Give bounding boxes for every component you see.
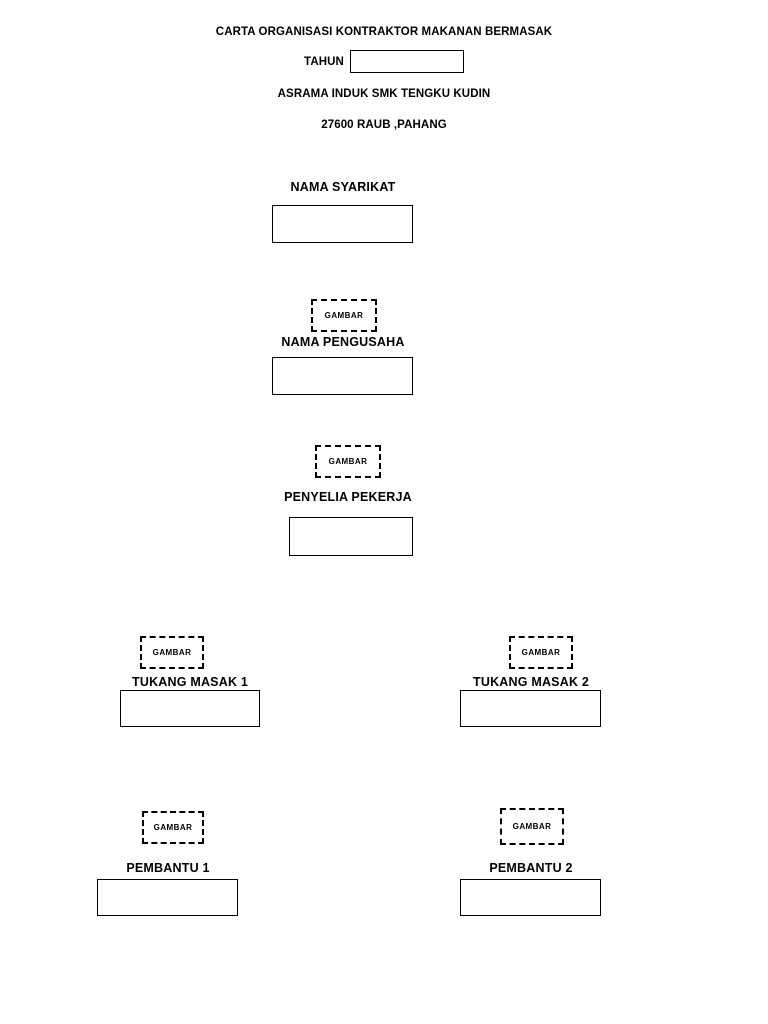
label-penyelia-pekerja: PENYELIA PEKERJA — [284, 490, 412, 504]
photo-placeholder-label: GAMBAR — [512, 821, 552, 831]
page-title: CARTA ORGANISASI KONTRAKTOR MAKANAN BERM… — [215, 26, 553, 38]
photo-placeholder-label: GAMBAR — [324, 310, 364, 320]
input-nama-syarikat[interactable] — [272, 205, 413, 243]
photo-placeholder-penyelia-pekerja[interactable]: GAMBAR — [315, 445, 381, 478]
photo-placeholder-pembantu-2[interactable]: GAMBAR — [500, 808, 564, 845]
photo-placeholder-label: GAMBAR — [328, 456, 368, 466]
year-row: TAHUN — [0, 50, 768, 73]
label-pembantu-2: PEMBANTU 2 — [489, 861, 573, 875]
photo-placeholder-tukang-masak-1[interactable]: GAMBAR — [140, 636, 204, 669]
input-tukang-masak-1[interactable] — [120, 690, 260, 727]
photo-placeholder-label: GAMBAR — [153, 822, 193, 832]
institution-subtitle: ASRAMA INDUK SMK TENGKU KUDIN — [277, 88, 491, 100]
address-subtitle: 27600 RAUB ,PAHANG — [321, 119, 447, 131]
photo-placeholder-nama-pengusaha[interactable]: GAMBAR — [311, 299, 377, 332]
label-tukang-masak-1: TUKANG MASAK 1 — [132, 675, 248, 689]
input-pembantu-2[interactable] — [460, 879, 601, 916]
year-input[interactable] — [349, 50, 464, 73]
photo-placeholder-tukang-masak-2[interactable]: GAMBAR — [509, 636, 573, 669]
label-pembantu-1: PEMBANTU 1 — [126, 861, 210, 875]
input-penyelia-pekerja[interactable] — [289, 517, 413, 556]
input-tukang-masak-2[interactable] — [460, 690, 601, 727]
photo-placeholder-label: GAMBAR — [521, 647, 561, 657]
label-nama-syarikat: NAMA SYARIKAT — [290, 180, 396, 194]
label-tukang-masak-2: TUKANG MASAK 2 — [473, 675, 589, 689]
label-nama-pengusaha: NAMA PENGUSAHA — [281, 335, 405, 349]
photo-placeholder-pembantu-1[interactable]: GAMBAR — [142, 811, 204, 844]
input-pembantu-1[interactable] — [97, 879, 238, 916]
year-label: TAHUN — [304, 55, 344, 68]
input-nama-pengusaha[interactable] — [272, 357, 413, 395]
photo-placeholder-label: GAMBAR — [152, 647, 192, 657]
